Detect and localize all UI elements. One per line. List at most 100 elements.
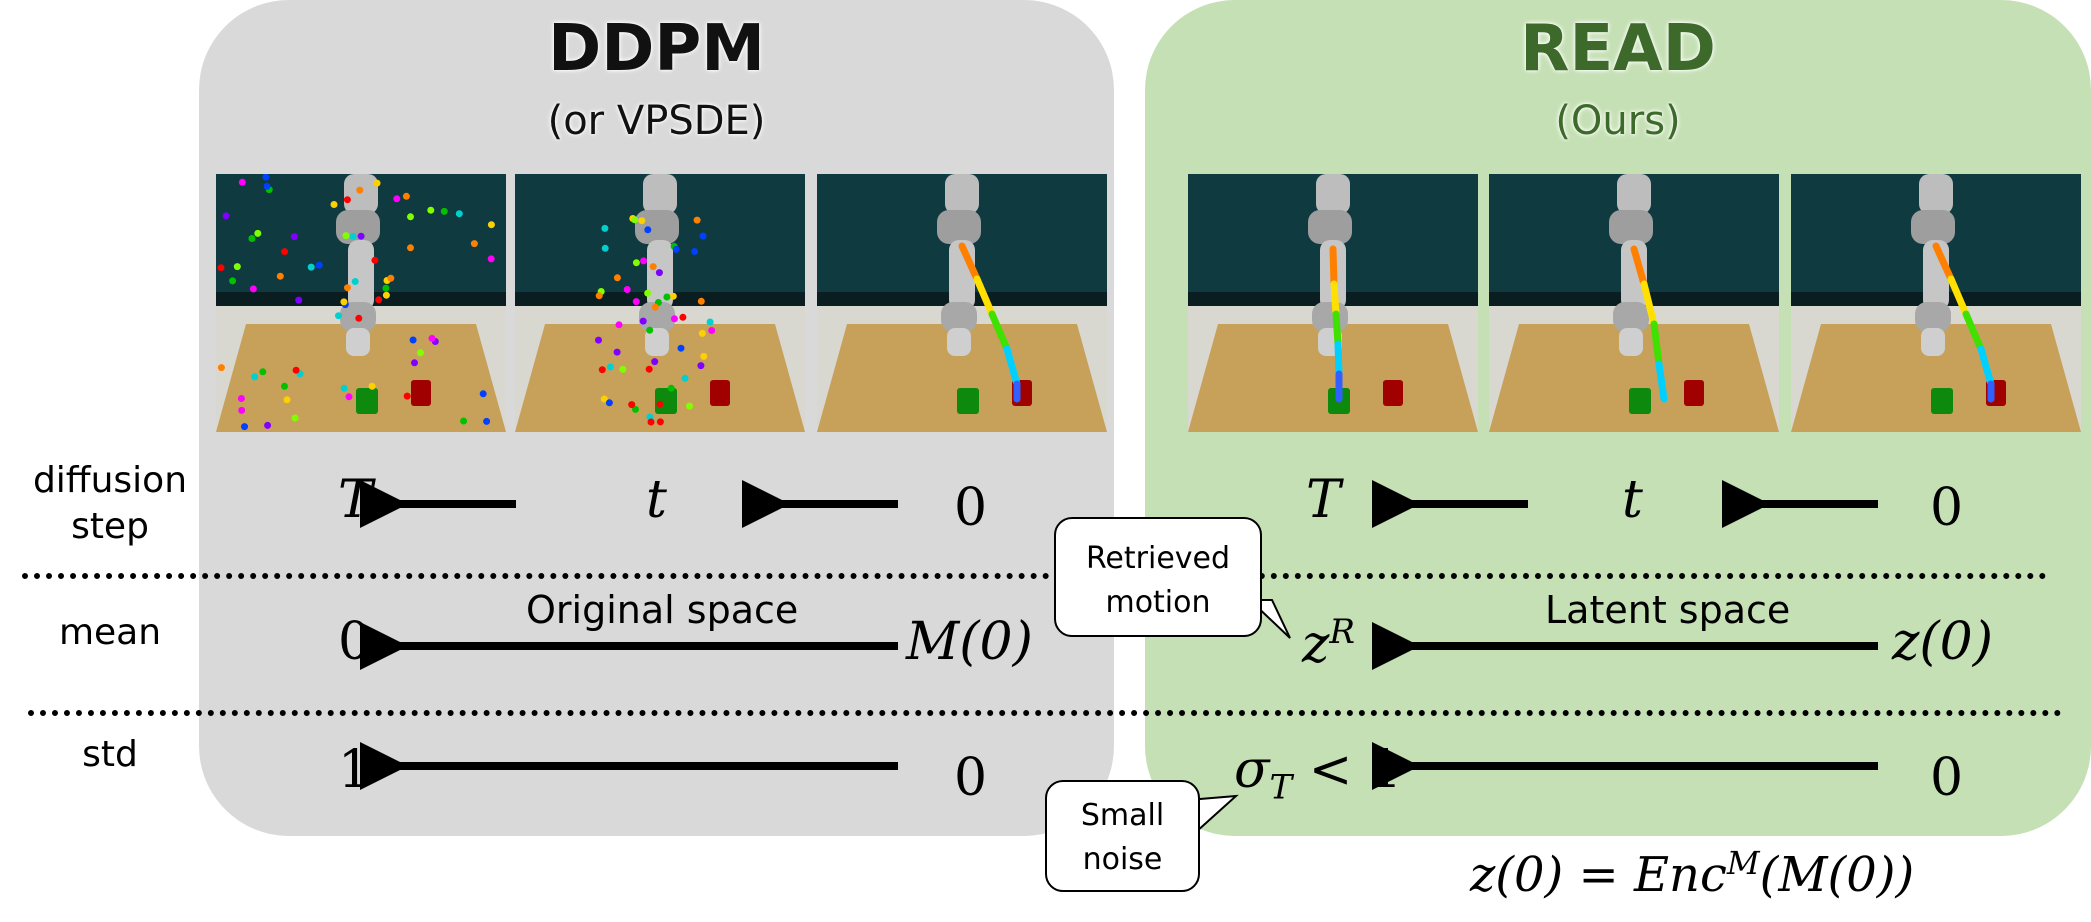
read-step-T: T <box>1306 470 1341 530</box>
noise-point <box>241 423 248 431</box>
noise-point <box>417 349 424 357</box>
noise-point <box>409 336 417 344</box>
noise-point <box>638 217 646 225</box>
noise-point <box>340 384 348 392</box>
noise-point <box>217 364 225 372</box>
noise-point <box>281 382 288 390</box>
noise-point <box>428 334 436 342</box>
noise-point <box>679 313 687 321</box>
zr-base: z <box>1302 614 1330 675</box>
noise-point <box>706 318 714 326</box>
noise-point <box>263 182 271 190</box>
noise-point <box>669 292 677 300</box>
noise-point <box>249 285 257 293</box>
noise-point <box>640 257 648 265</box>
robot-scene <box>817 174 1107 432</box>
mean-label: mean <box>58 612 162 653</box>
table-mat <box>515 324 805 432</box>
noise-point <box>238 178 246 186</box>
noise-point <box>351 278 359 285</box>
noise-point <box>238 406 246 414</box>
ddpm-std-start: 0 <box>954 748 988 808</box>
read-mean-start: z(0) <box>1892 612 1994 672</box>
noise-point <box>248 235 256 242</box>
noise-point <box>375 296 383 304</box>
noise-point <box>382 291 390 299</box>
read-step-t: t <box>1622 470 1643 530</box>
noise-point <box>283 396 291 404</box>
noise-point <box>281 248 289 256</box>
noise-point <box>460 417 468 425</box>
noise-point <box>686 402 693 410</box>
noise-point <box>693 216 701 224</box>
table-mat <box>1489 324 1779 432</box>
noise-point <box>672 245 680 253</box>
noise-point <box>290 233 298 241</box>
read-frame-0 <box>1791 174 2081 432</box>
read-std-end: σT < 1 <box>1234 740 1402 807</box>
noise-point <box>371 256 379 264</box>
noise-point <box>647 418 655 426</box>
diffusion-step-label: diffusion step <box>32 460 188 547</box>
noise-point <box>407 213 414 221</box>
noise-point <box>295 296 303 304</box>
noise-point <box>233 263 241 271</box>
noise-point <box>677 344 685 352</box>
noise-point <box>455 210 463 218</box>
noise-point <box>700 352 708 360</box>
noise-point <box>697 297 705 305</box>
noise-point <box>598 366 606 374</box>
formula-right: (M(0)) <box>1759 847 1915 903</box>
noise-point <box>343 196 351 204</box>
noise-point <box>606 363 614 371</box>
sigma-inequality: < 1 <box>1292 740 1402 800</box>
noise-point <box>315 261 323 269</box>
noise-point <box>601 224 609 232</box>
noise-point <box>407 244 414 252</box>
encoder-formula: z(0) = EncM(M(0)) <box>1470 844 1914 903</box>
noise-point <box>356 186 364 194</box>
noise-point <box>427 206 435 214</box>
noise-point <box>623 286 631 293</box>
noise-point <box>483 417 491 425</box>
noise-point <box>402 192 410 200</box>
noise-point <box>649 263 657 271</box>
ddpm-step-0: 0 <box>954 478 988 538</box>
noise-point <box>393 195 401 203</box>
robot-scene <box>515 174 805 432</box>
original-space-label: Original space <box>526 588 799 632</box>
robot-scene <box>216 174 506 432</box>
noise-point <box>644 289 652 297</box>
noise-point <box>344 284 351 292</box>
ddpm-step-T: T <box>338 470 373 530</box>
retrieved-motion-callout: Retrieved motion <box>1054 517 1262 637</box>
noise-point <box>487 255 495 263</box>
noise-point <box>595 292 603 300</box>
table-mat <box>216 324 506 432</box>
sigma-base: σ <box>1234 740 1270 800</box>
noise-point <box>670 315 678 323</box>
formula-superscript: M <box>1726 844 1760 882</box>
noise-point <box>645 365 653 373</box>
robot-scene <box>1791 174 2081 432</box>
read-mean-end: zR <box>1302 612 1355 674</box>
noise-point <box>276 272 284 280</box>
noise-point <box>628 401 636 409</box>
noise-point <box>229 277 237 285</box>
read-frame-mid <box>1489 174 1779 432</box>
ddpm-frame-clean <box>817 174 1107 432</box>
ddpm-step-t: t <box>646 470 667 530</box>
read-std-start: 0 <box>1930 748 1964 808</box>
noise-point <box>644 226 652 234</box>
noise-point <box>632 298 640 306</box>
ddpm-std-end: 1 <box>338 740 372 800</box>
noise-point <box>655 269 663 277</box>
noise-point <box>646 326 654 334</box>
trajectory <box>1329 245 1343 403</box>
noise-point <box>342 232 350 240</box>
noise-point <box>667 384 675 392</box>
noise-point <box>698 329 706 337</box>
zr-superscript: R <box>1329 612 1356 652</box>
read-step-0: 0 <box>1930 478 1964 538</box>
noise-point <box>619 365 627 373</box>
